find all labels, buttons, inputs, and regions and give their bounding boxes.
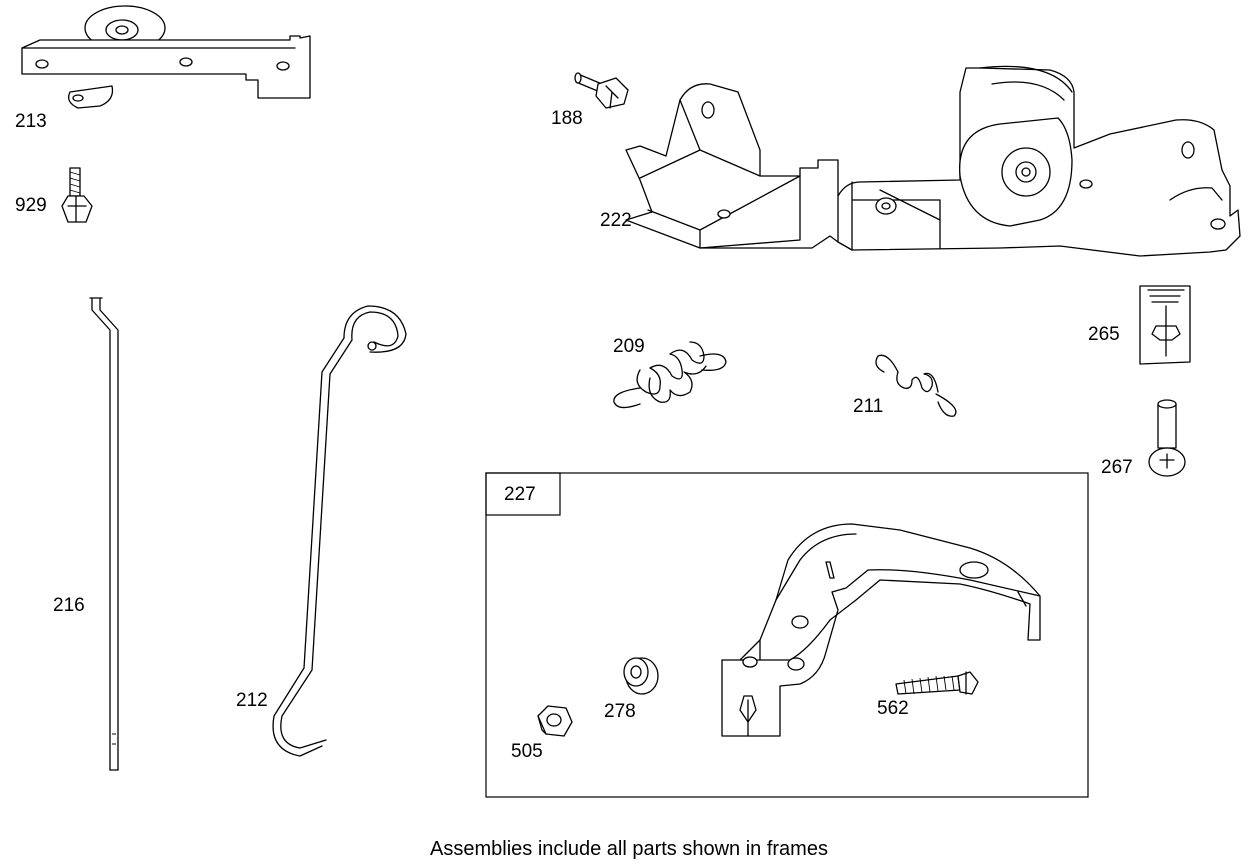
- part-211-drawing: [875, 354, 957, 417]
- part-929-drawing: [61, 167, 93, 223]
- part-222-drawing: [625, 65, 1241, 257]
- part-216-drawing: [89, 297, 119, 771]
- part-267-drawing: [1148, 399, 1186, 477]
- label-216: 216: [53, 595, 85, 616]
- part-227-drawing: [721, 523, 1041, 737]
- label-278: 278: [604, 701, 636, 722]
- label-213: 213: [15, 111, 47, 132]
- part-265-drawing: [1139, 285, 1191, 365]
- label-562: 562: [877, 698, 909, 719]
- footer-caption: Assemblies include all parts shown in fr…: [430, 838, 828, 860]
- label-209: 209: [613, 336, 645, 357]
- label-222: 222: [600, 210, 632, 231]
- label-265: 265: [1088, 324, 1120, 345]
- part-505-drawing: [537, 705, 573, 737]
- part-278-drawing: [623, 657, 659, 695]
- label-212: 212: [236, 690, 268, 711]
- label-267: 267: [1101, 457, 1133, 478]
- part-209-drawing: [613, 341, 727, 409]
- assembly-frame: [485, 472, 1089, 798]
- assembly-label-box: [485, 472, 561, 516]
- part-212-drawing: [272, 305, 407, 757]
- part-562-drawing: [895, 671, 979, 695]
- label-505: 505: [511, 741, 543, 762]
- part-188-drawing: [574, 72, 629, 109]
- part-213-drawing: [21, 5, 311, 109]
- label-227: 227: [504, 484, 536, 505]
- label-188: 188: [551, 108, 583, 129]
- label-929: 929: [15, 195, 47, 216]
- label-211: 211: [853, 396, 884, 417]
